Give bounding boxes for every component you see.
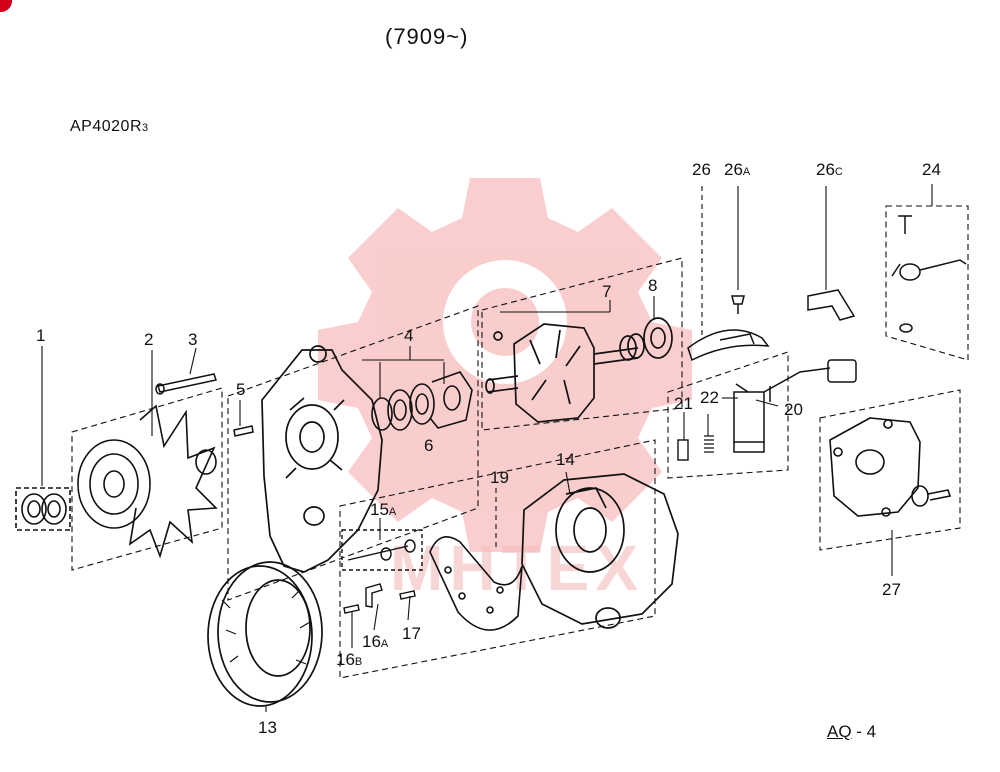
part-number: 26 [724,160,743,179]
part-label-6: 6 [424,436,433,456]
part-19-rectifier [429,536,523,631]
part-label-16b: 16B [336,650,362,670]
part-label-3: 3 [188,330,197,350]
part-number: 8 [648,276,658,295]
page-title: (7909~) [385,24,469,49]
part-2-pulley-fan [77,404,218,559]
part-number: 26 [816,160,835,179]
part-number: 3 [188,330,198,349]
part-label-17: 17 [402,624,421,644]
part-label-21: 21 [674,394,693,414]
part-13-stator [207,561,323,707]
part-variant: C [834,166,843,178]
part-label-26c: 26C [816,160,843,180]
part-number: 1 [36,326,46,345]
part-label-26a: 26A [724,160,750,180]
part-5-screw [233,425,254,437]
part-label-13: 13 [258,718,277,738]
part-number: 2 [144,330,154,349]
part-1-collar [15,487,71,531]
part-label-16a: 16A [362,632,388,652]
part-number: 4 [404,326,414,345]
part-number: 5 [236,380,246,399]
group-frame [71,205,969,679]
part-number: 6 [424,436,434,455]
watermark-text: MHTEX [390,532,644,604]
part-label-22: 22 [700,388,719,408]
part-26-cover [687,329,770,362]
part-label-15a: 15A [370,500,396,520]
part-21-brush [677,439,689,461]
part-label-19: 19 [490,468,509,488]
part-16b-screw [343,604,360,614]
part-3-bolt [155,373,217,395]
front-housing [261,345,383,573]
model-number: AP4020R3 [70,118,149,136]
part-label-8: 8 [648,276,657,296]
part-label-20: 20 [784,400,803,420]
part-4-bearing-set [371,371,473,431]
part-24-terminal [891,215,967,333]
part-label-14: 14 [556,450,575,470]
part-variant: A [742,166,751,178]
part-16a-bracket [365,583,383,608]
part-label-7: 7 [602,282,611,302]
part-variant: B [354,656,363,668]
part-label-26: 26 [692,160,711,180]
part-15a-bolt-set [341,529,423,571]
page-ref-sep: - [851,722,867,741]
part-number: 24 [922,160,941,179]
part-17-screw [399,590,416,600]
part-14-rear-housing [521,473,679,629]
part-label-5: 5 [236,380,245,400]
part-number: 17 [402,624,421,643]
part-label-24: 24 [922,160,941,180]
part-number: 19 [490,468,509,487]
model-prefix: AP4020R [70,118,142,135]
part-label-4: 4 [404,326,413,346]
page-ref-main: AQ [827,722,852,741]
part-26c-bracket [807,289,856,321]
part-number: 16 [336,650,355,669]
model-subscript: 3 [142,122,149,134]
part-variant: A [388,506,397,518]
part-label-2: 2 [144,330,153,350]
part-20-regulator [733,359,857,453]
rotor [485,317,673,423]
part-number: 20 [784,400,803,419]
page-reference: AQ - 4 [827,722,876,742]
part-number: 27 [882,580,901,599]
part-label-27: 27 [882,580,901,600]
part-22-spring [704,435,714,453]
part-26a-screw [731,295,745,314]
part-variant: A [380,638,389,650]
page-ref-num: 4 [866,722,877,741]
part-number: 13 [258,718,277,737]
part-27-rear-cover [829,417,952,517]
part-number: 22 [700,388,719,407]
part-number: 16 [362,632,381,651]
leader-lines [41,184,933,712]
part-number: 15 [370,500,389,519]
part-number: 7 [602,282,612,301]
part-label-1: 1 [36,326,45,346]
part-number: 26 [692,160,711,179]
watermark-gear-icon [318,178,692,552]
part-number: 14 [556,450,575,469]
part-number: 21 [674,394,693,413]
